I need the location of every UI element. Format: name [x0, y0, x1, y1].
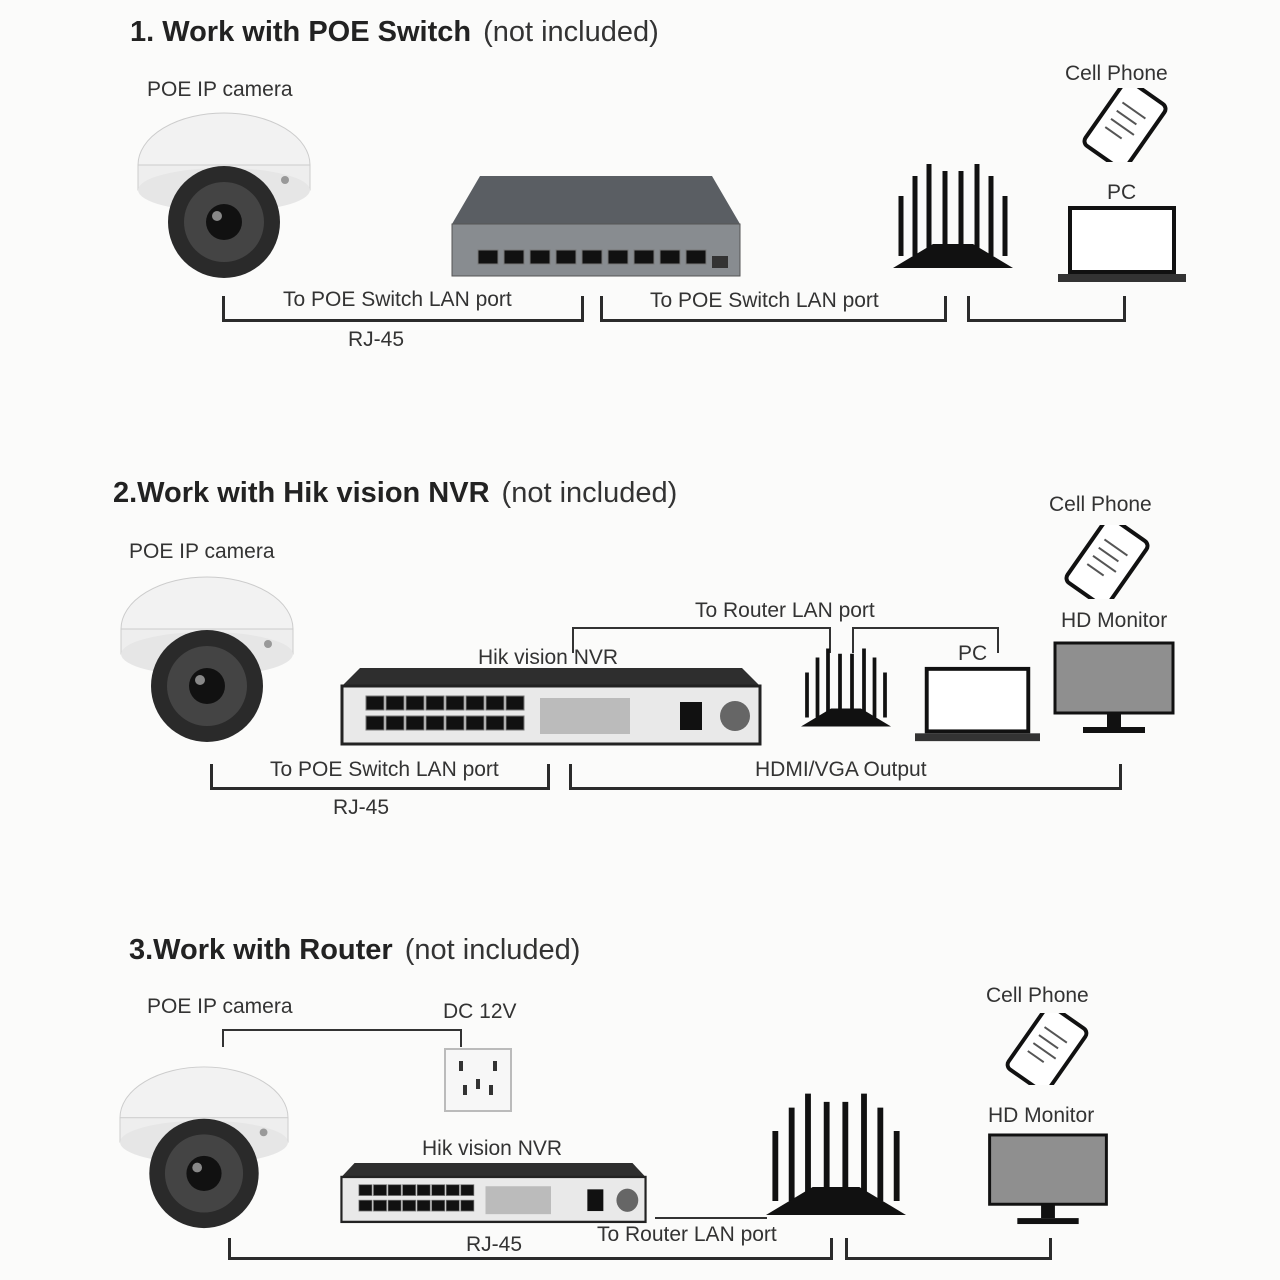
- pc-label: PC: [958, 642, 988, 665]
- router-icon: [766, 1080, 906, 1224]
- nvr-label: Hik vision NVR: [478, 646, 619, 669]
- phone-label: Cell Phone: [1049, 493, 1152, 516]
- laptop-icon: [915, 666, 1040, 744]
- nvr-icon: [340, 1163, 647, 1225]
- camera-label: POE IP camera: [129, 540, 275, 563]
- section-1-title: 1. Work with POE Switch (not included): [130, 16, 659, 49]
- lan-cable: [655, 1217, 767, 1219]
- monitor-icon: [986, 1133, 1110, 1228]
- router-icon: [801, 628, 891, 744]
- dome-camera-icon: [116, 1064, 292, 1232]
- laptop-icon: [1058, 206, 1186, 284]
- link-label: HDMI/VGA Output: [755, 758, 927, 781]
- nvr-label: Hik vision NVR: [422, 1137, 563, 1160]
- link-label: To POE Switch LAN port: [270, 758, 499, 781]
- cell-phone-icon: [1001, 1013, 1093, 1085]
- link-label: To Router LAN port: [597, 1223, 777, 1246]
- cable-bracket: [210, 764, 550, 790]
- phone-label: Cell Phone: [986, 984, 1089, 1007]
- title-text: 1. Work with POE Switch: [130, 16, 472, 48]
- rj45-label: RJ-45: [466, 1233, 523, 1256]
- section-3-title: 3.Work with Router (not included): [129, 934, 580, 967]
- monitor-label: HD Monitor: [988, 1104, 1095, 1127]
- title-note: (not included): [483, 16, 659, 48]
- pc-label: PC: [1107, 181, 1137, 204]
- router-icon: [893, 156, 1013, 272]
- title-note: (not included): [404, 934, 581, 966]
- cable-bracket: [569, 764, 1122, 790]
- cell-phone-icon: [1078, 88, 1172, 162]
- power-label: DC 12V: [443, 1000, 517, 1023]
- dome-camera-icon: [118, 574, 296, 746]
- phone-label: Cell Phone: [1065, 62, 1168, 85]
- link-label: To POE Switch LAN port: [650, 289, 879, 312]
- title-text: 2.Work with Hik vision NVR: [113, 477, 490, 509]
- poe-switch-icon: [450, 176, 742, 278]
- title-text: 3.Work with Router: [129, 934, 393, 966]
- power-outlet-icon: [443, 1047, 513, 1113]
- cable-bracket: [845, 1238, 1052, 1260]
- link-label: To POE Switch LAN port: [283, 288, 512, 311]
- rj45-label: RJ-45: [333, 796, 390, 819]
- camera-label: POE IP camera: [147, 78, 293, 101]
- dome-camera-icon: [135, 110, 313, 282]
- camera-label: POE IP camera: [147, 995, 293, 1018]
- section-2-title: 2.Work with Hik vision NVR (not included): [113, 477, 677, 510]
- cable-bracket: [572, 627, 831, 653]
- title-note: (not included): [501, 477, 678, 509]
- power-cable: [222, 1029, 462, 1047]
- router-link-label: To Router LAN port: [695, 599, 875, 622]
- cable-bracket: [222, 296, 584, 322]
- cable-bracket: [600, 296, 947, 322]
- cell-phone-icon: [1060, 525, 1154, 599]
- cable-bracket: [228, 1238, 833, 1260]
- cable-bracket: [852, 627, 999, 653]
- monitor-icon: [1053, 641, 1175, 737]
- nvr-icon: [340, 668, 762, 748]
- monitor-label: HD Monitor: [1061, 609, 1168, 632]
- rj45-label: RJ-45: [348, 328, 405, 351]
- cable-bracket: [967, 296, 1126, 322]
